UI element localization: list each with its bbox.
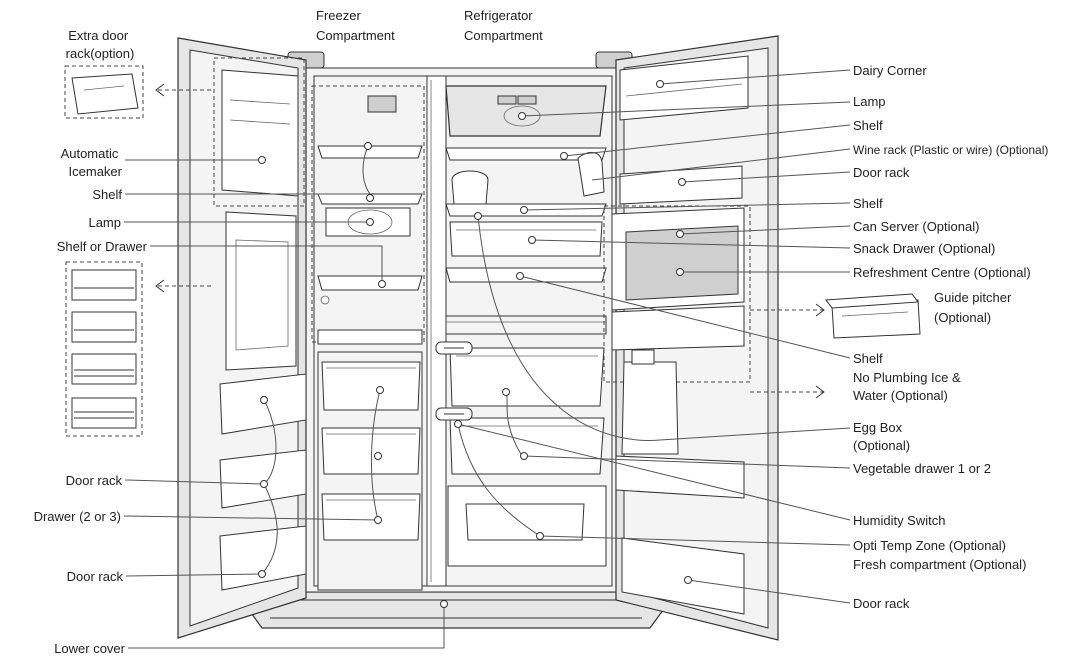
label-refreshment-centre: Refreshment Centre (Optional) — [853, 265, 1031, 280]
label-door-rack-right-2: Door rack — [853, 596, 910, 611]
label-humidity-switch: Humidity Switch — [853, 513, 945, 528]
refrigerator-illustration — [177, 35, 779, 641]
label-extra-door-rack: Extra door rack(option) — [66, 28, 135, 61]
leader-lines — [123, 69, 851, 649]
label-wine-rack: Wine rack (Plastic or wire) (Optional) — [853, 143, 1048, 157]
label-lower-cover: Lower cover — [54, 641, 125, 656]
label-lamp-right: Lamp — [853, 94, 886, 109]
label-freezer-compartment: Freezer Compartment — [316, 8, 395, 43]
label-shelf-right-3: Shelf — [853, 351, 883, 366]
label-automatic-icemaker: Automatic Icemaker — [61, 146, 123, 179]
label-shelf-or-drawer: Shelf or Drawer — [57, 239, 148, 254]
label-dairy-corner: Dairy Corner — [853, 63, 927, 78]
label-shelf-left: Shelf — [92, 187, 122, 202]
label-door-rack-left-2: Door rack — [67, 569, 124, 584]
label-shelf-right-1: Shelf — [853, 118, 883, 133]
label-lamp-left: Lamp — [88, 215, 121, 230]
label-door-rack-left-1: Door rack — [66, 473, 123, 488]
label-door-rack-right-1: Door rack — [853, 165, 910, 180]
callout-dots — [258, 80, 692, 608]
label-egg-box: Egg Box (Optional) — [853, 420, 910, 453]
label-guide-pitcher: Guide pitcher (Optional) — [934, 290, 1015, 325]
callout-arrows — [155, 83, 825, 399]
label-can-server: Can Server (Optional) — [853, 219, 979, 234]
label-vegetable-drawer: Vegetable drawer 1 or 2 — [853, 461, 991, 476]
shelf-or-drawer-inset — [65, 261, 143, 437]
label-refrigerator-compartment: Refrigerator Compartment — [464, 8, 543, 43]
label-snack-drawer: Snack Drawer (Optional) — [853, 241, 995, 256]
label-opti-temp-zone: Opti Temp Zone (Optional) — [853, 538, 1006, 553]
extra-door-rack-inset — [64, 65, 144, 119]
label-fresh-compartment: Fresh compartment (Optional) — [853, 557, 1026, 572]
label-drawer: Drawer (2 or 3) — [34, 509, 121, 524]
label-no-plumbing: No Plumbing Ice & Water (Optional) — [853, 370, 964, 403]
label-shelf-right-2: Shelf — [853, 196, 883, 211]
guide-pitcher-inset — [825, 293, 921, 339]
